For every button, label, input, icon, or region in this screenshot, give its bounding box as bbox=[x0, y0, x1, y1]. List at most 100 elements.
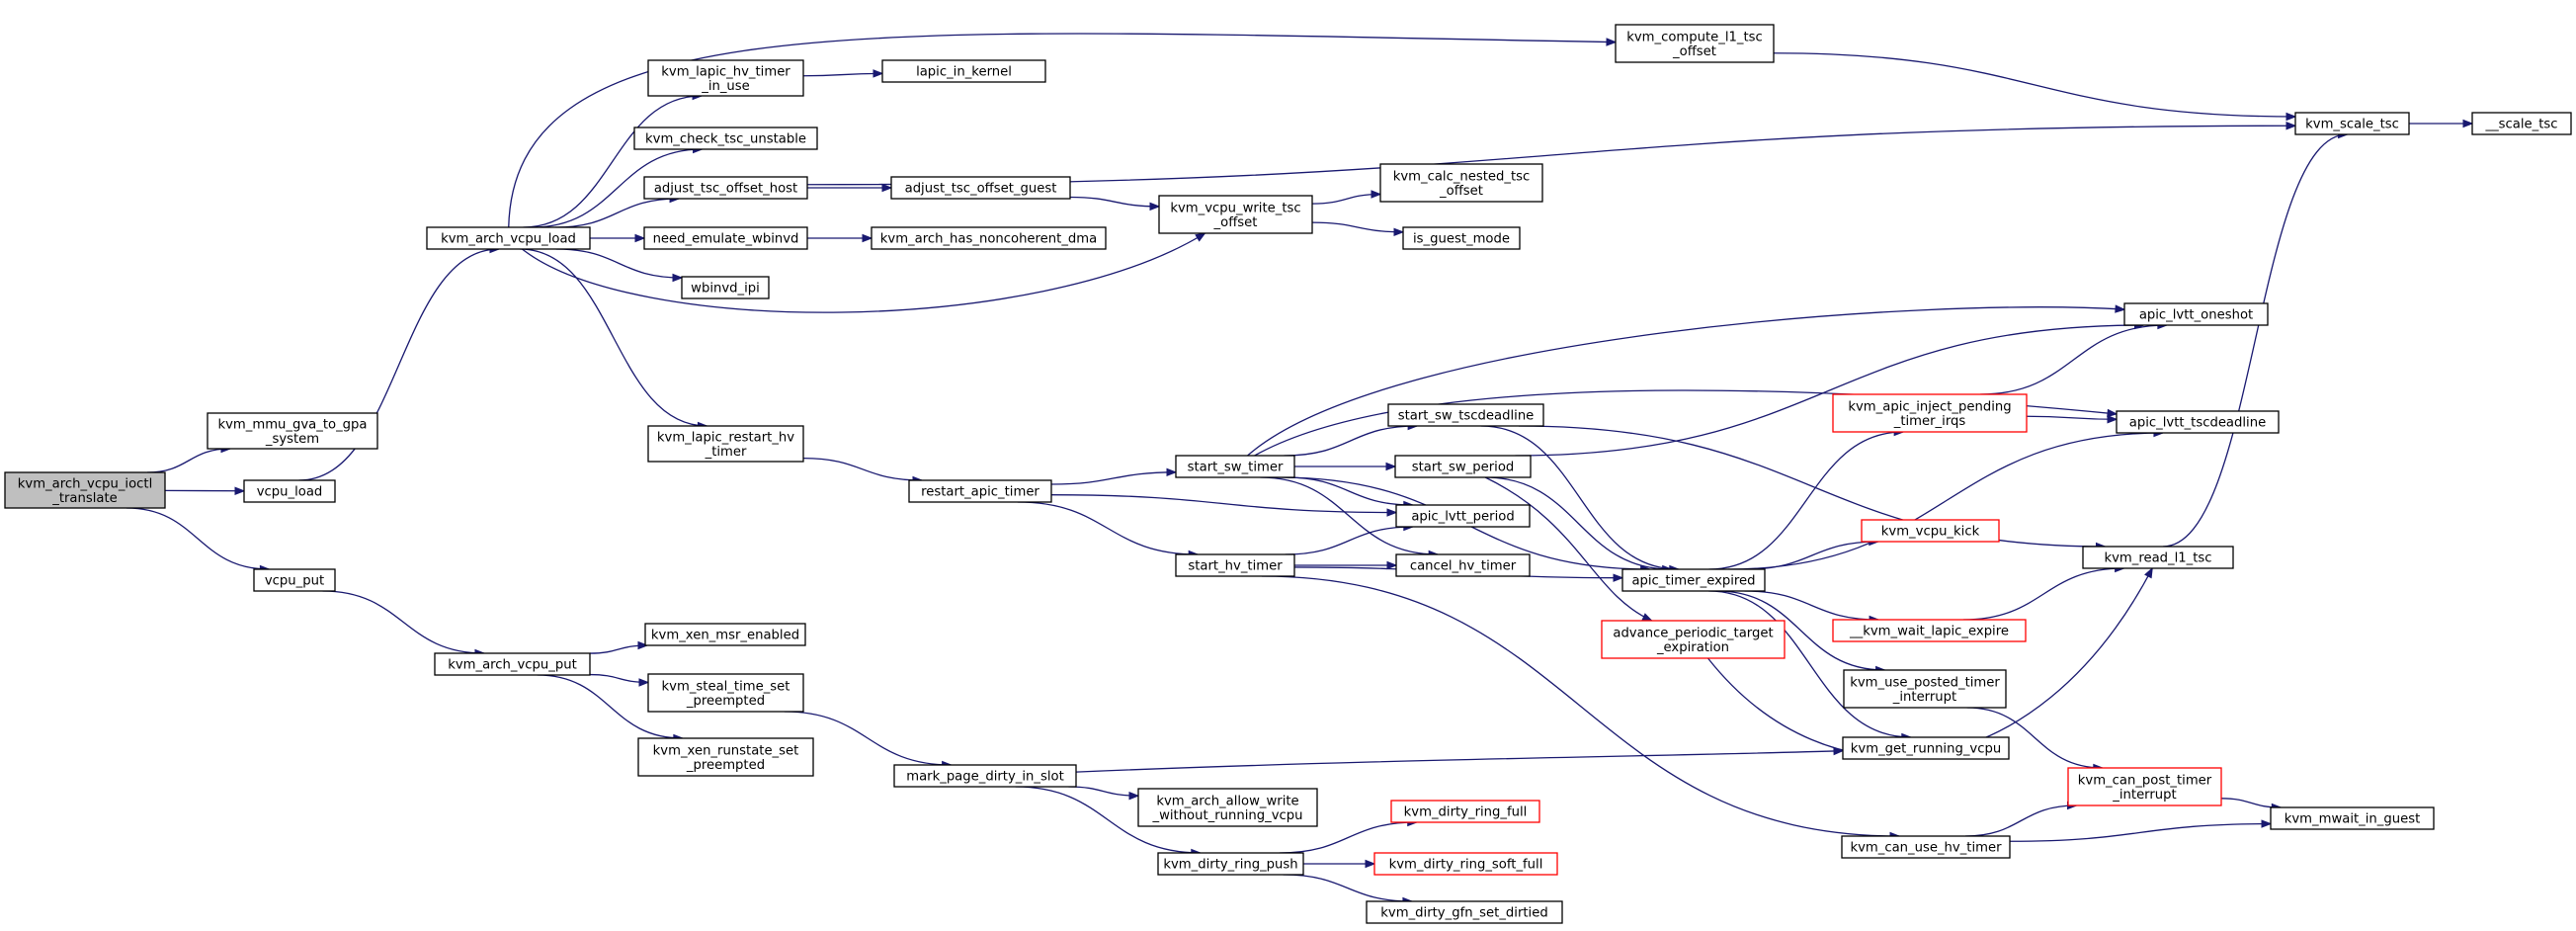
node-label: kvm_lapic_hv_timer bbox=[661, 64, 790, 79]
node-scale-tsc[interactable]: kvm_scale_tsc bbox=[2294, 112, 2410, 135]
node-gva[interactable]: kvm_mmu_gva_to_gpa_system bbox=[207, 412, 378, 450]
node-label: kvm_can_post_timer bbox=[2078, 773, 2212, 788]
node-arch-put[interactable]: kvm_arch_vcpu_put bbox=[434, 652, 591, 676]
node-ring-full[interactable]: kvm_dirty_ring_full bbox=[1390, 800, 1540, 823]
node-lvtt-period[interactable]: apic_lvtt_period bbox=[1395, 504, 1531, 528]
node-gfn-dirtied[interactable]: kvm_dirty_gfn_set_dirtied bbox=[1366, 900, 1563, 924]
node-label: kvm_arch_vcpu_load bbox=[441, 232, 576, 247]
node-box bbox=[2294, 112, 2410, 135]
node-lapic-in-kernel[interactable]: lapic_in_kernel bbox=[881, 59, 1046, 83]
node-start-sw[interactable]: start_sw_timer bbox=[1175, 455, 1295, 478]
node-box bbox=[1842, 736, 2010, 760]
edge-line bbox=[532, 148, 703, 228]
node-label: kvm_dirty_ring_soft_full bbox=[1389, 858, 1543, 873]
node-compute-l1[interactable]: kvm_compute_l1_tsc_offset bbox=[1615, 24, 1775, 63]
edge-arrowhead bbox=[873, 69, 884, 78]
node-start-hv[interactable]: start_hv_timer bbox=[1175, 553, 1295, 577]
node-mark-dirty[interactable]: mark_page_dirty_in_slot bbox=[893, 764, 1077, 788]
node-running-vcpu[interactable]: kvm_get_running_vcpu bbox=[1842, 736, 2010, 760]
node-label: kvm_get_running_vcpu bbox=[1851, 742, 2001, 757]
call-edge bbox=[1293, 560, 1398, 570]
node-label: need_emulate_wbinvd bbox=[653, 232, 799, 247]
node-allow-write[interactable]: kvm_arch_allow_write_without_running_vcp… bbox=[1137, 788, 1318, 827]
node-sw-tscdl[interactable]: start_sw_tscdeadline bbox=[1387, 403, 1544, 427]
node-cancel-hv[interactable]: cancel_hv_timer bbox=[1395, 553, 1531, 577]
node-ring-soft[interactable]: kvm_dirty_ring_soft_full bbox=[1373, 852, 1558, 876]
node-label: vcpu_put bbox=[265, 574, 324, 589]
call-edge bbox=[1962, 563, 2125, 621]
edge-arrowhead bbox=[2285, 112, 2297, 122]
node-noncoherent[interactable]: kvm_arch_has_noncoherent_dma bbox=[871, 226, 1107, 250]
node-adj-guest[interactable]: adjust_tsc_offset_guest bbox=[890, 176, 1071, 200]
node-restart-hv[interactable]: kvm_lapic_restart_hv_timer bbox=[647, 425, 804, 463]
edge-line bbox=[520, 248, 707, 427]
node-xen-runstate[interactable]: kvm_xen_runstate_set_preempted bbox=[637, 737, 814, 777]
node-lvtt-oneshot[interactable]: apic_lvtt_oneshot bbox=[2123, 302, 2269, 326]
call-edge bbox=[322, 590, 486, 658]
edge-line bbox=[1966, 707, 2103, 769]
call-edge bbox=[1050, 494, 1398, 517]
call-edge bbox=[1068, 786, 1140, 801]
node-label: kvm_dirty_ring_push bbox=[1163, 858, 1297, 873]
node-write-tsc[interactable]: kvm_vcpu_write_tsc_offset bbox=[1158, 195, 1313, 234]
node-label: kvm_xen_msr_enabled bbox=[651, 629, 799, 643]
node-nested-tsc[interactable]: kvm_calc_nested_tsc_offset bbox=[1379, 163, 1543, 203]
node-xen-msr[interactable]: kvm_xen_msr_enabled bbox=[644, 623, 806, 646]
node-posted-timer[interactable]: kvm_use_posted_timer_interrupt bbox=[1843, 669, 2007, 709]
call-edge bbox=[1311, 221, 1405, 237]
node-read-l1[interactable]: kvm_read_l1_tsc bbox=[2082, 546, 2234, 569]
call-edge bbox=[1706, 566, 2153, 758]
node-wbinvd-ipi[interactable]: wbinvd_ipi bbox=[681, 276, 770, 299]
node-box bbox=[1402, 226, 1521, 250]
node-steal-time[interactable]: kvm_steal_time_set_preempted bbox=[647, 673, 804, 713]
node-vcpu-put[interactable]: vcpu_put bbox=[253, 568, 336, 592]
node-can-post[interactable]: kvm_can_post_timer_interrupt bbox=[2067, 767, 2222, 806]
edge-arrowhead bbox=[2261, 819, 2273, 828]
call-edge bbox=[1744, 590, 1880, 625]
edge-arrowhead bbox=[1371, 190, 1382, 199]
node-label: vcpu_load bbox=[257, 485, 323, 500]
node-tsc-unstable[interactable]: kvm_check_tsc_unstable bbox=[633, 127, 818, 150]
node-apic-expired[interactable]: apic_timer_expired bbox=[1621, 568, 1766, 592]
node-adv-periodic[interactable]: advance_periodic_target_expiration bbox=[1601, 620, 1786, 659]
node-box bbox=[893, 764, 1077, 788]
node-is-guest[interactable]: is_guest_mode bbox=[1402, 226, 1521, 250]
call-edge bbox=[1285, 522, 1415, 555]
edge-line bbox=[1017, 501, 1199, 555]
node-root[interactable]: kvm_arch_vcpu_ioctl_translate bbox=[4, 471, 166, 509]
edge-line bbox=[1708, 431, 1904, 570]
call-edge bbox=[1069, 196, 1161, 212]
node-vcpu-load[interactable]: vcpu_load bbox=[243, 479, 336, 503]
node-box bbox=[681, 276, 770, 299]
edge-line bbox=[1311, 193, 1381, 205]
edge-line bbox=[125, 507, 270, 570]
edge-line bbox=[1980, 324, 2167, 395]
node-box bbox=[1390, 800, 1540, 823]
call-edge bbox=[1247, 304, 2126, 457]
node-need-wbinvd[interactable]: need_emulate_wbinvd bbox=[643, 226, 808, 250]
node-label: _offset bbox=[1672, 44, 1716, 59]
node-can-use-hv[interactable]: kvm_can_use_hv_timer bbox=[1841, 835, 2011, 859]
node-lvtt-tscdl[interactable]: apic_lvtt_tscdeadline bbox=[2116, 410, 2280, 434]
node-hv-in-use[interactable]: kvm_lapic_hv_timer_in_use bbox=[647, 59, 804, 97]
call-edge bbox=[590, 233, 646, 243]
node-box bbox=[1621, 568, 1766, 592]
edge-line bbox=[1484, 476, 1652, 622]
edge-arrowhead bbox=[1641, 613, 1653, 622]
node-restart-apic[interactable]: restart_apic_timer bbox=[908, 479, 1052, 503]
node-box bbox=[207, 412, 378, 450]
edge-line bbox=[1311, 221, 1404, 233]
node-arch-load[interactable]: kvm_arch_vcpu_load bbox=[426, 226, 591, 250]
node-label: _interrupt bbox=[1892, 690, 1956, 705]
edge-line bbox=[806, 125, 2296, 186]
node-adj-host[interactable]: adjust_tsc_offset_host bbox=[643, 176, 808, 200]
node-sw-period[interactable]: start_sw_period bbox=[1394, 455, 1532, 478]
node-wait-lapic[interactable]: __kvm_wait_lapic_expire bbox=[1832, 619, 2027, 642]
node-ring-push[interactable]: kvm_dirty_ring_push bbox=[1157, 852, 1304, 876]
node-vcpu-kick[interactable]: kvm_vcpu_kick bbox=[1861, 519, 2000, 543]
call-edge bbox=[1708, 590, 1913, 742]
node---scale-tsc[interactable]: __scale_tsc bbox=[2471, 112, 2572, 135]
node-mwait[interactable]: kvm_mwait_in_guest bbox=[2270, 806, 2435, 830]
node-inject-pending[interactable]: kvm_apic_inject_pending_timer_irqs bbox=[1832, 393, 2028, 433]
node-label: _preempted bbox=[686, 758, 765, 773]
